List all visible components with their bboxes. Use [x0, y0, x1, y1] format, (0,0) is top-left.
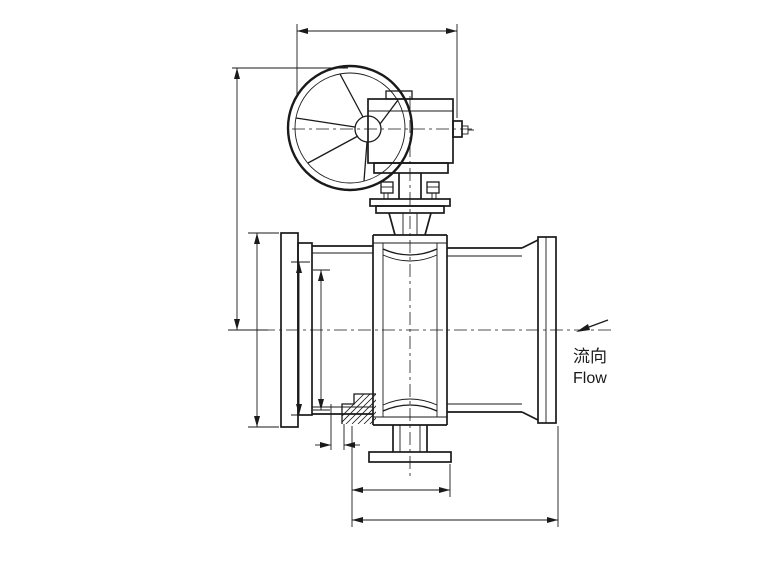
dimension-bottom-flange-width — [352, 464, 451, 497]
dimension-flange-od — [248, 232, 279, 428]
stem-assembly — [369, 173, 451, 236]
left-pipe — [312, 245, 373, 415]
handwheel-hub — [354, 115, 382, 143]
section-hatch — [341, 393, 376, 424]
bottom-flange — [368, 425, 452, 463]
handwheel-spokes — [295, 73, 399, 182]
dimension-bore — [313, 269, 330, 411]
handwheel — [286, 64, 414, 192]
dimension-top-width — [296, 24, 458, 118]
flow-annotation: 流向 Flow — [573, 319, 609, 387]
dimension-overall-height — [228, 67, 348, 331]
gearbox — [367, 90, 474, 174]
right-flange — [537, 236, 557, 424]
ball-top-arc — [382, 248, 438, 256]
flow-direction-arrow-icon — [576, 319, 609, 332]
ball-bottom-arc — [382, 404, 438, 412]
flow-label-english: Flow — [573, 370, 607, 387]
flow-label-chinese: 流向 — [573, 347, 607, 366]
dimension-bolt-circle — [291, 261, 310, 416]
dimension-face-to-face — [351, 426, 559, 527]
right-pipe — [447, 239, 539, 421]
valve-body — [372, 234, 448, 426]
